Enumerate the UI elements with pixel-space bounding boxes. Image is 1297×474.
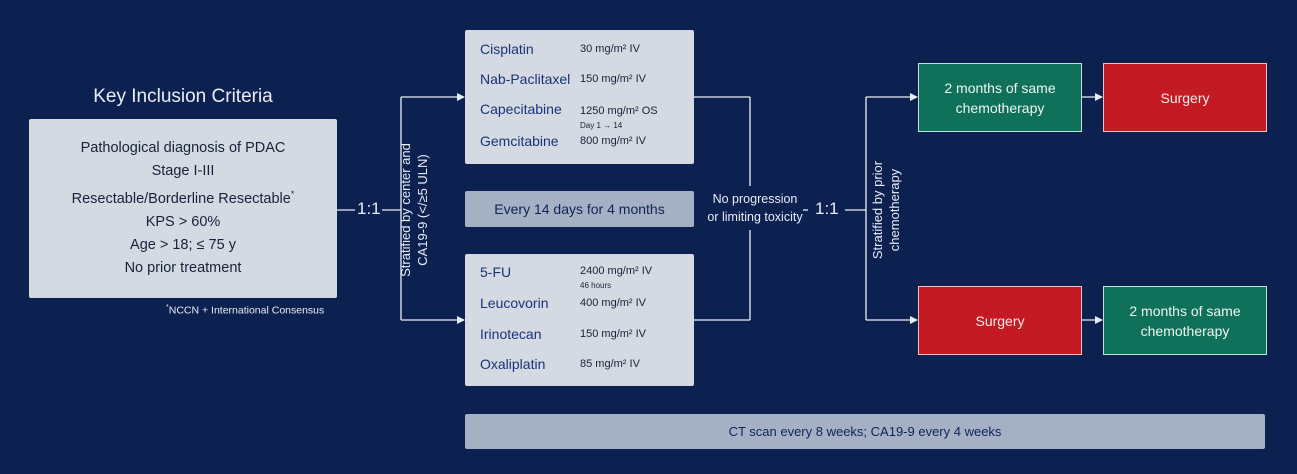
stratification-2-line1: Stratified by prior	[870, 160, 885, 260]
drug-dose: 85 mg/m² IV	[580, 358, 640, 370]
arm-a-regimen-box: Cisplatin 30 mg/m² IV Nab-Paclitaxel 150…	[465, 30, 694, 164]
criteria-item: Resectable/Borderline Resectable*	[72, 183, 295, 211]
criteria-item: Pathological diagnosis of PDAC	[80, 140, 286, 157]
criteria-item-text: Resectable/Borderline Resectable	[71, 190, 291, 207]
drug-row: Nab-Paclitaxel 150 mg/m² IV	[480, 71, 646, 87]
criteria-item: No prior treatment	[124, 259, 242, 276]
condition-line2: or limiting toxicity	[707, 210, 803, 224]
drug-dose: 800 mg/m² IV	[580, 135, 647, 147]
criteria-item: Stage I-III	[151, 163, 215, 180]
randomization-ratio-2: 1:1	[815, 199, 839, 218]
drug-row: Gemcitabine 800 mg/m² IV	[480, 133, 646, 149]
inclusion-criteria-box: Pathological diagnosis of PDAC Stage I-I…	[29, 119, 337, 298]
stratification-label-1: Stratified by center and CA19-9 (</≥5 UL…	[397, 110, 435, 310]
drug-dose-group: 2400 mg/m² IV 46 hours	[580, 261, 652, 290]
drug-dose: 1250 mg/m² OS	[580, 105, 658, 117]
continuation-condition: No progression or limiting toxicity	[705, 190, 805, 226]
criteria-item: KPS > 60%	[145, 213, 221, 230]
drug-dose: 2400 mg/m² IV	[580, 265, 653, 277]
drug-row: Irinotecan 150 mg/m² IV	[480, 326, 646, 342]
stratification-1-line2: CA19-9 (</≥5 ULN)	[415, 154, 430, 266]
drug-row: Leucovorin 400 mg/m² IV	[480, 295, 646, 311]
lower-chemotherapy-box: 2 months of same chemotherapy	[1103, 286, 1267, 355]
footnote-text: NCCN + International Consensus	[168, 304, 325, 317]
drug-name: Oxaliplatin	[480, 356, 546, 372]
drug-name: 5-FU	[480, 264, 512, 280]
criteria-footnote-marker: *	[290, 189, 295, 200]
drug-schedule-note: 46 hours	[580, 281, 612, 290]
stratification-label-2: Stratified by prior chemotherapy	[869, 150, 907, 270]
stratification-1-line1: Stratified by center and	[398, 143, 413, 277]
drug-name: Leucovorin	[480, 295, 549, 311]
stratification-2-line2: chemotherapy	[887, 168, 902, 252]
condition-line1: No progression	[712, 192, 798, 206]
drug-dose: 150 mg/m² IV	[580, 73, 647, 85]
criteria-item: Age > 18; ≤ 75 y	[130, 236, 236, 253]
drug-name: Irinotecan	[480, 326, 542, 342]
lower-surgery-box: Surgery	[918, 286, 1082, 355]
footnote-marker: *	[166, 304, 169, 311]
drug-dose-group: 1250 mg/m² OS Day 1 → 14	[580, 101, 658, 130]
criteria-title: Key Inclusion Criteria	[93, 86, 273, 107]
upper-surgery-box: Surgery	[1103, 63, 1267, 132]
drug-name: Nab-Paclitaxel	[480, 71, 571, 87]
drug-name: Capecitabine	[480, 101, 562, 117]
drug-row: Capecitabine 1250 mg/m² OS Day 1 → 14	[480, 101, 658, 130]
drug-row: Cisplatin 30 mg/m² IV	[480, 41, 640, 57]
monitoring-banner: CT scan every 8 weeks; CA19-9 every 4 we…	[465, 414, 1265, 449]
drug-name: Cisplatin	[480, 41, 534, 57]
arm-b-regimen-box: 5-FU 2400 mg/m² IV 46 hours Leucovorin 4…	[465, 254, 694, 386]
cycle-schedule-banner: Every 14 days for 4 months	[465, 191, 694, 227]
drug-row: Oxaliplatin 85 mg/m² IV	[480, 356, 640, 372]
upper-chemotherapy-box: 2 months of same chemotherapy	[918, 63, 1082, 132]
criteria-footnote: *NCCN + International Consensus	[166, 304, 324, 317]
drug-name: Gemcitabine	[480, 133, 559, 149]
randomization-ratio-1: 1:1	[357, 199, 381, 218]
drug-dose: 150 mg/m² IV	[580, 328, 647, 340]
drug-dose: 400 mg/m² IV	[580, 297, 647, 309]
drug-row: 5-FU 2400 mg/m² IV 46 hours	[480, 261, 652, 290]
drug-schedule-note: Day 1 → 14	[580, 121, 623, 130]
drug-dose: 30 mg/m² IV	[580, 43, 640, 55]
